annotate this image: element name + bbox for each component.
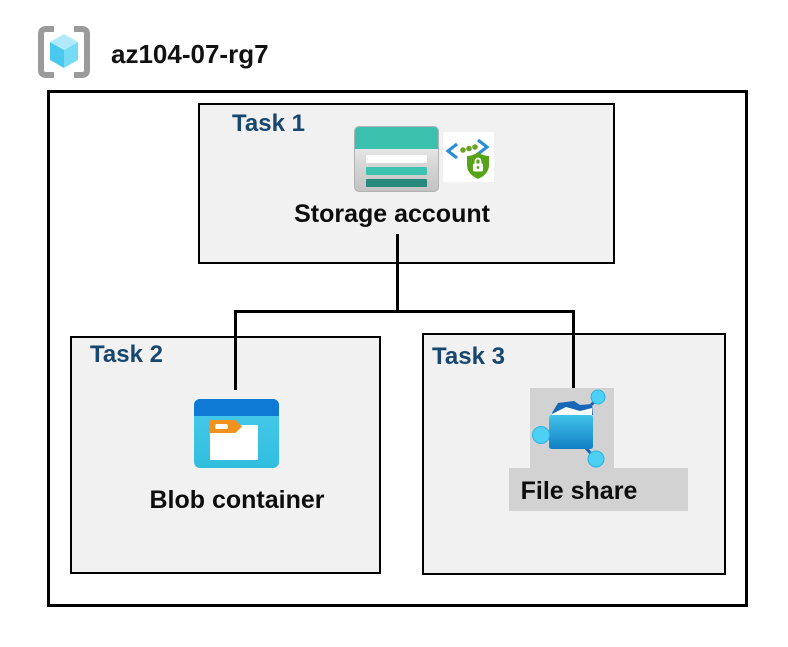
storage-icon-top-band [355, 127, 438, 149]
file-share-label-bg [509, 468, 688, 511]
secure-endpoint-icon [443, 132, 494, 182]
task1-label: Task 1 [232, 110, 305, 137]
connector-storage-down [396, 234, 399, 313]
connector-to-blob [234, 310, 237, 390]
file-share-label: File share [520, 477, 638, 505]
file-share-icon [530, 388, 614, 468]
connector-to-fileshare [572, 310, 575, 390]
task3-label: Task 3 [432, 343, 505, 370]
storage-account-label: Storage account [294, 200, 490, 228]
page-title: az104-07-rg7 [111, 39, 269, 69]
resource-group-icon [38, 26, 90, 78]
file-share-icon-art [532, 389, 606, 468]
task2-label: Task 2 [90, 341, 163, 368]
blob-icon-tab [209, 420, 242, 433]
storage-icon-bar-teal [366, 167, 427, 175]
blob-icon-tab-slot [215, 424, 228, 429]
storage-account-icon [354, 126, 439, 192]
blob-container-label: Blob container [149, 486, 325, 514]
storage-icon-bar-dark [366, 179, 427, 187]
blob-icon-top-bar [194, 399, 279, 416]
blob-container-icon [194, 399, 279, 468]
connector-horizontal [234, 310, 575, 313]
storage-icon-bar-white [366, 155, 427, 163]
